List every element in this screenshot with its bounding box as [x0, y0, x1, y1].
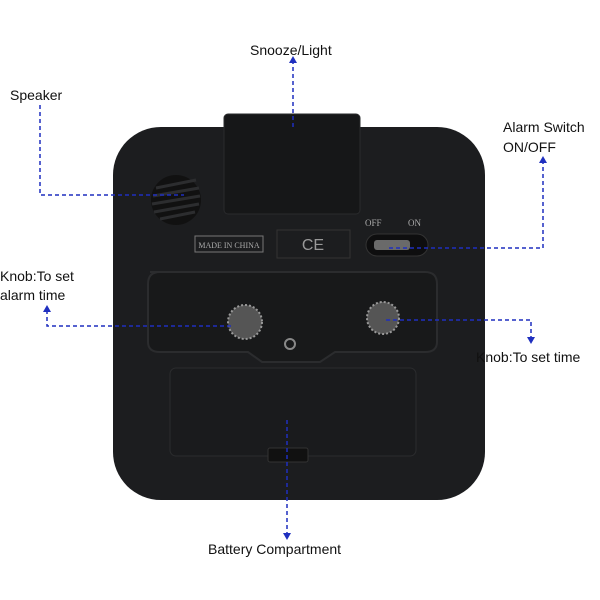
on-text: ON	[408, 218, 421, 228]
label-snooze-light: Snooze/Light	[250, 42, 332, 58]
speaker-grille	[151, 175, 201, 225]
label-knob-alarm-2: alarm time	[0, 287, 66, 303]
ce-mark: CE	[302, 237, 324, 254]
time-knob	[366, 301, 400, 335]
label-alarm-switch: Alarm Switch	[503, 119, 585, 135]
label-knob-time: Knob:To set time	[476, 349, 581, 365]
off-text: OFF	[365, 218, 382, 228]
label-speaker: Speaker	[10, 87, 63, 103]
knob-recess	[147, 271, 438, 363]
made-in-china-text: MADE IN CHINA	[198, 241, 260, 250]
label-knob-alarm: Knob:To set	[0, 268, 74, 284]
snooze-button	[223, 113, 361, 215]
label-alarm-switch-onoff: ON/OFF	[503, 139, 556, 155]
alarm-knob	[227, 304, 263, 340]
label-battery: Battery Compartment	[208, 541, 342, 557]
callout-lines	[39, 60, 544, 535]
battery-cover	[169, 367, 417, 457]
